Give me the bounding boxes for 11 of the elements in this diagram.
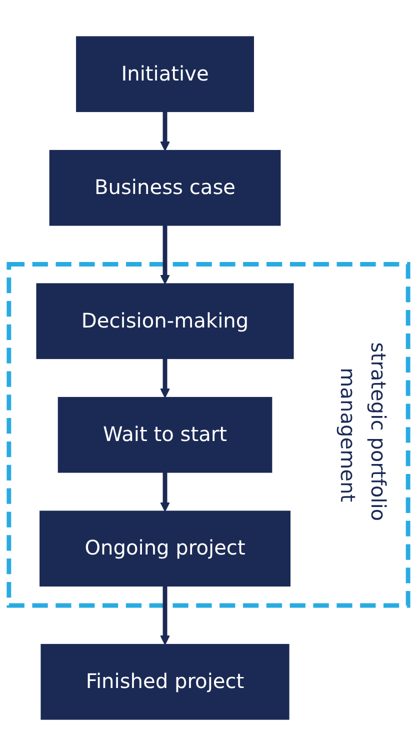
node-box: Decision-making <box>36 283 294 360</box>
arrow <box>160 472 170 512</box>
arrow <box>160 112 170 151</box>
arrow <box>160 586 170 645</box>
node-box: Ongoing project <box>40 510 290 587</box>
node-box: Initiative <box>76 36 254 112</box>
node-box: Business case <box>49 150 281 226</box>
node-box: Finished project <box>40 644 290 720</box>
node-box: Wait to start <box>58 396 272 473</box>
arrow <box>160 358 170 398</box>
arrow <box>160 225 170 284</box>
